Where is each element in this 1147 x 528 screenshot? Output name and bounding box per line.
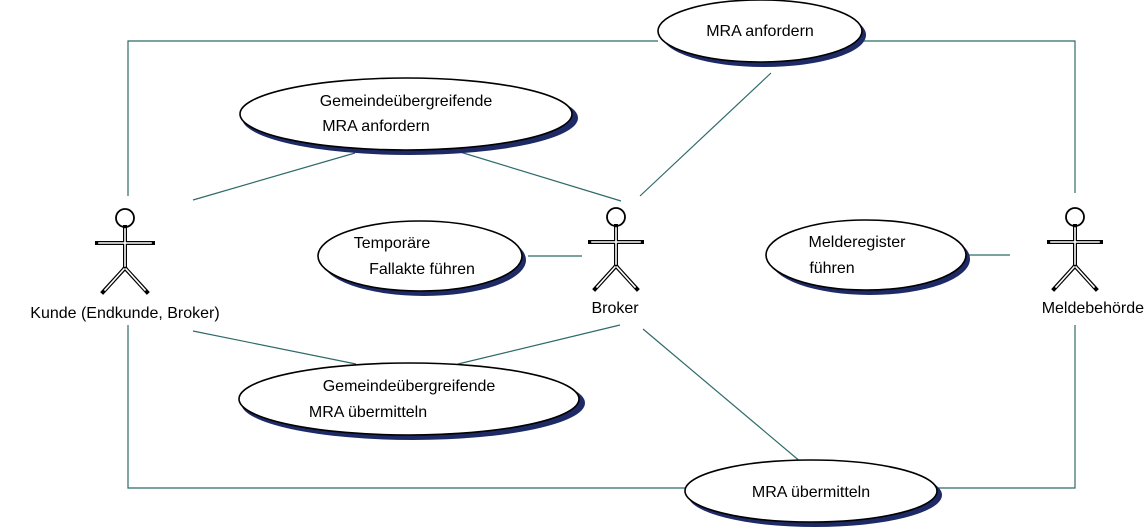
use-case-label-line-2: MRA anfordern	[322, 118, 430, 135]
use-case-label-line-2: MRA übermitteln	[309, 404, 427, 421]
assoc-meldebehoerde-mra-anfordern	[862, 40, 1076, 193]
actor-broker[interactable]: Broker	[588, 207, 644, 317]
actor-label: Kunde (Endkunde, Broker)	[30, 305, 219, 322]
use-case-mra-uebermitteln[interactable]: MRA übermitteln	[684, 459, 942, 527]
assoc-broker-gem-anfordern	[459, 151, 622, 202]
actor-meldebehoerde[interactable]: Meldebehörde	[1042, 207, 1144, 317]
actor-label: Broker	[591, 300, 639, 317]
use-case-label-line-1: Gemeindeübergreifende	[323, 378, 496, 395]
assoc-broker-gem-uebermitteln	[457, 324, 621, 365]
assoc-kunde-gem-uebermitteln	[192, 330, 357, 365]
use-case-gem-anfordern[interactable]: Gemeindeübergreifende MRA anfordern	[239, 77, 578, 155]
use-case-label: MRA übermitteln	[752, 484, 870, 501]
stick-figure-icon	[1047, 207, 1103, 292]
use-case-label-line-1: Melderegister	[809, 234, 907, 251]
assoc-broker-mra-anfordern	[639, 72, 772, 197]
use-case-label-line-1: Gemeindeübergreifende	[320, 93, 493, 110]
use-case-label-line-2: führen	[809, 260, 854, 277]
actor-kunde[interactable]: Kunde (Endkunde, Broker)	[30, 208, 220, 322]
use-case-mra-anfordern[interactable]: MRA anfordern	[657, 0, 866, 67]
associations	[127, 40, 1076, 489]
assoc-broker-mra-uebermitteln	[642, 328, 809, 469]
actor-label: Meldebehörde	[1042, 300, 1144, 317]
use-case-label: MRA anfordern	[706, 23, 814, 40]
use-case-gem-uebermitteln[interactable]: Gemeindeübergreifende MRA übermitteln	[238, 362, 585, 440]
assoc-kunde-mra-uebermitteln	[127, 325, 690, 489]
stick-figure-icon	[588, 207, 644, 292]
use-case-label-line-1: Temporäre	[354, 235, 431, 252]
use-case-label-line-2: Fallakte führen	[369, 261, 475, 278]
stick-figure-icon	[95, 208, 155, 295]
assoc-kunde-mra-anfordern	[127, 40, 658, 196]
assoc-meldebehoerde-mra-uebermitteln	[932, 325, 1076, 489]
use-case-melderegister[interactable]: Melderegister führen	[765, 219, 970, 295]
use-case-temp-fallakte[interactable]: Temporäre Fallakte führen	[317, 220, 526, 296]
assoc-kunde-gem-anfordern	[192, 152, 356, 201]
